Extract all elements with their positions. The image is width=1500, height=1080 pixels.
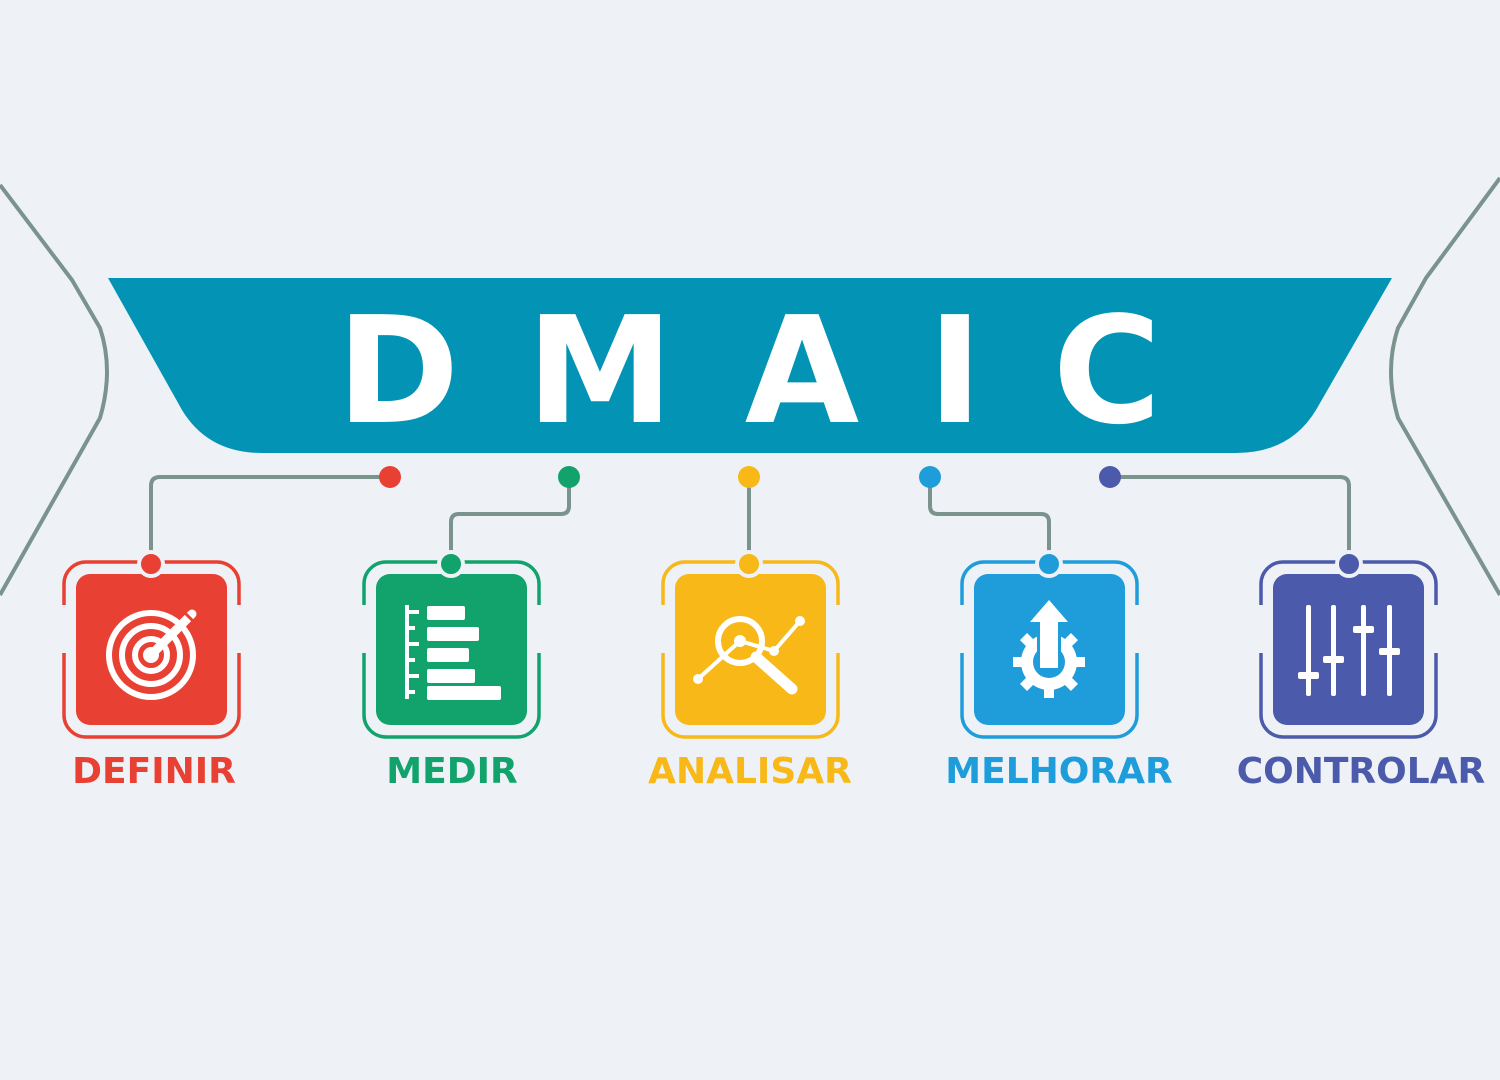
card-fill — [675, 574, 826, 725]
card-notch-left — [61, 605, 70, 653]
card-top-dot — [437, 550, 465, 578]
card-top-dot — [735, 550, 763, 578]
dot-melhorar — [919, 466, 941, 488]
card-top-dot — [1335, 550, 1363, 578]
card-notch-right — [1131, 605, 1140, 653]
step-melhorar: MELHORAR — [945, 550, 1173, 792]
step-label-definir: DEFINIR — [72, 751, 236, 792]
sliders-icon — [1298, 605, 1400, 696]
step-label-controlar: CONTROLAR — [1237, 751, 1486, 792]
card-top-dot — [137, 550, 165, 578]
connector-medir — [449, 477, 571, 564]
magnifier-chart-icon — [693, 616, 805, 695]
dot-analisar — [738, 466, 760, 488]
step-controlar: CONTROLAR — [1237, 550, 1486, 792]
target-pencil-icon — [106, 609, 197, 700]
connector-definir — [149, 475, 390, 564]
card-notch-left — [361, 605, 370, 653]
connector-melhorar — [928, 477, 1051, 564]
step-label-melhorar: MELHORAR — [945, 751, 1172, 792]
title-letter-m: M — [526, 285, 673, 457]
card-notch-left — [1258, 605, 1267, 653]
card-fill — [1273, 574, 1424, 725]
connector-controlar — [1110, 475, 1351, 564]
step-definir: DEFINIR — [61, 550, 242, 792]
step-label-analisar: ANALISAR — [648, 751, 852, 792]
dot-definir — [379, 466, 401, 488]
step-medir: MEDIR — [361, 550, 542, 792]
connectors — [149, 475, 1351, 564]
title-letter-i: I — [927, 285, 982, 457]
ruler-bars-icon — [405, 605, 501, 700]
dot-medir — [558, 466, 580, 488]
title-letter-c: C — [1053, 285, 1162, 457]
title-letter-d: D — [337, 285, 460, 457]
left-decor-line — [0, 183, 109, 596]
title-letter-a: A — [745, 285, 860, 457]
card-notch-left — [959, 605, 968, 653]
title: D M A I C — [337, 285, 1162, 457]
card-notch-right — [1430, 605, 1439, 653]
card-top-dot — [1035, 550, 1063, 578]
dot-controlar — [1099, 466, 1121, 488]
title-banner — [108, 278, 1392, 453]
card-notch-right — [533, 605, 542, 653]
step-analisar: ANALISAR — [648, 550, 852, 792]
card-notch-right — [233, 605, 242, 653]
gear-arrow-up-icon — [1013, 600, 1085, 698]
connector-dots — [379, 466, 1121, 488]
card-notch-left — [660, 605, 669, 653]
step-label-medir: MEDIR — [386, 751, 517, 792]
card-notch-right — [832, 605, 841, 653]
right-decor-line — [1389, 176, 1500, 596]
